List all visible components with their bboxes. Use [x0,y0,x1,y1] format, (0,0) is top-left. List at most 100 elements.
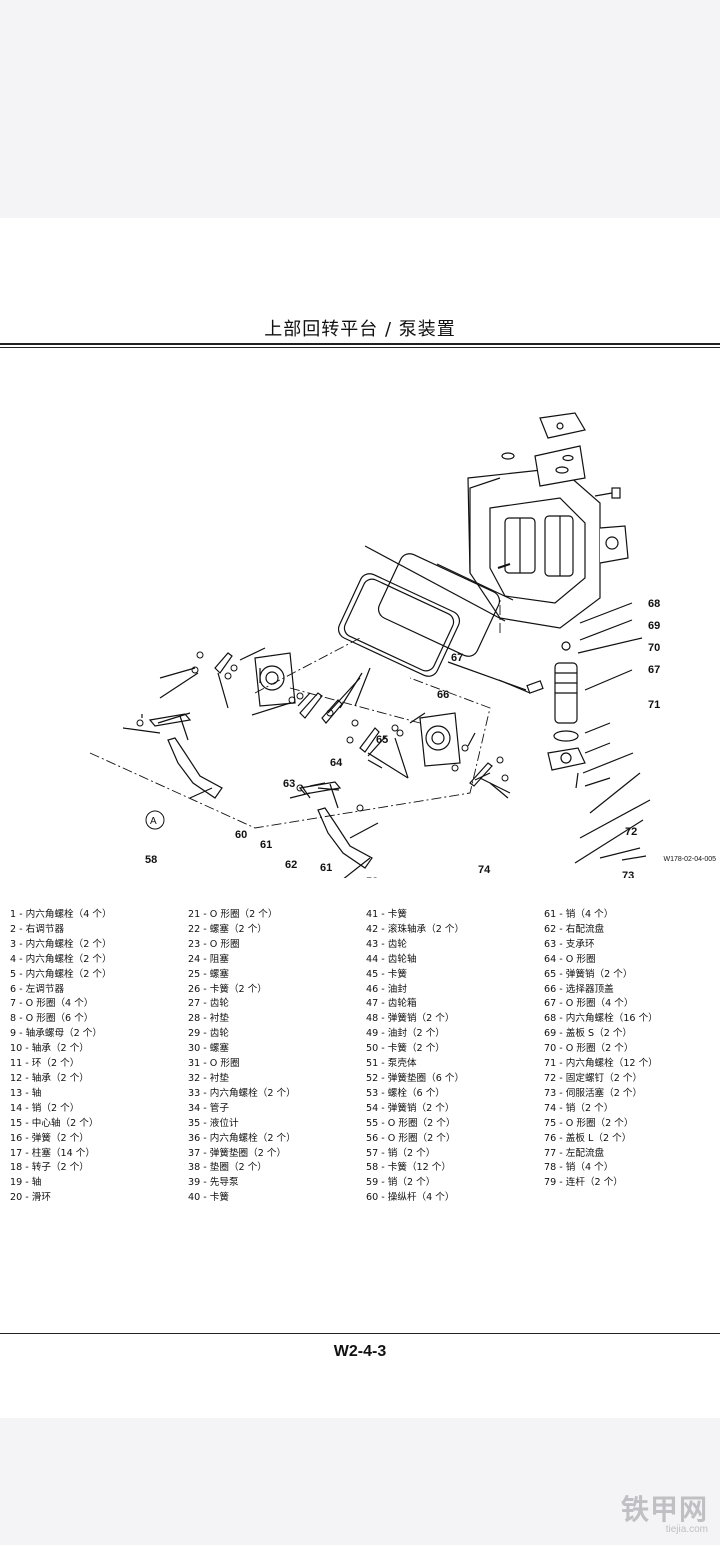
part-item: 45 - 卡簧 [366,968,407,980]
part-item: 41 - 卡簧 [366,909,407,920]
part-item: 27 - 齿轮 [188,998,229,1010]
part-item: 51 - 泵壳体 [366,1058,417,1070]
part-item: 33 - 内六角螺栓（2 个） [188,1087,296,1099]
part-item: 21 - O 形圈（2 个） [188,909,278,920]
part-item: 56 - O 形圈（2 个） [366,1132,456,1144]
part-item: 78 - 销（4 个） [544,1162,614,1174]
part-item: 3 - 内六角螺栓（2 个） [10,938,112,950]
part-item: 22 - 螺塞（2 个） [188,923,267,935]
svg-text:73: 73 [622,870,634,878]
part-item: 42 - 滚珠轴承（2 个） [366,923,465,935]
part-item: 40 - 卡簧 [188,1192,229,1204]
part-item: 50 - 卡簧（2 个） [366,1043,445,1055]
watermark-url: tiejia.com [665,1524,708,1535]
part-item: 10 - 轴承（2 个） [10,1043,89,1055]
part-item: 61 - 销（4 个） [544,909,614,920]
parts-column-3: 41 - 卡簧 42 - 滚珠轴承（2 个） 43 - 齿轮 44 - 齿轮轴 45 -… [366,908,544,1206]
part-item: 49 - 油封（2 个） [366,1028,445,1040]
part-item: 65 - 弹簧销（2 个） [544,968,633,980]
svg-text:64: 64 [330,757,343,769]
part-item: 1 - 内六角螺栓（4 个） [10,909,112,920]
part-item: 68 - 内六角螺栓（16 个） [544,1013,658,1025]
pump-housing-drawing [467,412,629,629]
part-item: 19 - 轴 [10,1177,42,1189]
part-item: 54 - 弹簧销（2 个） [366,1102,455,1114]
page-title: 上部回转平台 / 泵装置 [264,319,456,340]
part-item: 69 - 盖板 S（2 个） [544,1028,633,1040]
page-number: W2-4-3 [333,1343,387,1360]
svg-text:58: 58 [366,876,378,878]
svg-text:61: 61 [320,862,332,874]
part-item: 12 - 轴承（2 个） [10,1072,89,1084]
svg-text:70: 70 [648,642,660,654]
svg-text:71: 71 [648,699,660,711]
header-rule [0,343,720,345]
part-item: 43 - 齿轮 [366,938,407,950]
part-item: 47 - 齿轮箱 [366,998,417,1010]
part-item: 62 - 右配流盘 [544,923,605,935]
svg-text:62: 62 [285,859,297,871]
part-item: 52 - 弹簧垫圈（6 个） [366,1072,465,1084]
part-item: 77 - 左配流盘 [544,1147,605,1159]
svg-text:67: 67 [648,664,660,676]
part-item: 72 - 固定螺钉（2 个） [544,1072,643,1084]
part-item: 75 - O 形圈（2 个） [544,1117,634,1129]
part-item: 46 - 油封 [366,983,407,995]
part-item: 44 - 齿轮轴 [366,953,417,965]
part-item: 32 - 衬垫 [188,1072,229,1084]
part-item: 64 - O 形圈 [544,953,596,965]
figure-code: W178-02-04-005 [663,856,716,863]
part-item: 17 - 柱塞（14 个） [10,1147,95,1159]
part-item: 48 - 弹簧销（2 个） [366,1013,455,1025]
part-item: 6 - 左调节器 [10,983,65,995]
part-item: 8 - O 形圈（6 个） [10,1013,94,1025]
part-item: 59 - 销（2 个） [366,1177,436,1189]
svg-text:63: 63 [283,778,295,790]
svg-text:67: 67 [451,652,463,664]
header-rule-thin [0,347,720,348]
circle-a-label: A [150,816,157,827]
svg-text:66: 66 [437,689,449,701]
part-item: 37 - 弹簧垫圈（2 个） [188,1147,287,1159]
link-79-right [298,781,373,869]
part-item: 53 - 螺栓（6 个） [366,1087,445,1099]
part-item: 67 - O 形圈（4 个） [544,998,634,1010]
part-item: 23 - O 形圈 [188,938,240,950]
part-item: 5 - 内六角螺栓（2 个） [10,968,112,980]
valve-plate-62 [254,652,296,707]
svg-text:65: 65 [376,734,388,746]
part-item: 20 - 滑环 [10,1192,51,1204]
part-item: 79 - 连杆（2 个） [544,1177,623,1189]
document-page: 上部回转平台 / 泵装置 [0,218,720,1418]
part-item: 9 - 轴承螺母（2 个） [10,1028,102,1040]
part-item: 25 - 螺塞 [188,968,229,980]
part-item: 4 - 内六角螺栓（2 个） [10,953,112,965]
part-item: 29 - 齿轮 [188,1028,229,1040]
part-item: 2 - 右调节器 [10,923,65,935]
circle-a [145,810,165,830]
servo-piston-drawing [526,641,586,789]
part-item: 60 - 操纵杆（4 个） [366,1192,455,1204]
part-item: 39 - 先导泵 [188,1177,239,1189]
part-item: 30 - 螺塞 [188,1043,229,1055]
svg-text:60: 60 [235,829,247,841]
part-item: 57 - 销（2 个） [366,1147,436,1159]
svg-text:72: 72 [625,826,637,838]
part-item: 34 - 管子 [188,1102,229,1114]
svg-text:74: 74 [478,864,491,876]
part-item: 18 - 转子（2 个） [10,1162,89,1174]
part-item: 74 - 销（2 个） [544,1102,614,1114]
part-item: 58 - 卡簧（12 个） [366,1162,451,1174]
part-item: 11 - 环（2 个） [10,1058,80,1070]
svg-text:58: 58 [145,854,157,866]
part-item: 76 - 盖板 L（2 个） [544,1132,632,1144]
footer-rule [0,1333,720,1334]
svg-text:69: 69 [648,620,660,632]
svg-text:61: 61 [260,839,272,851]
part-item: 14 - 销（2 个） [10,1102,80,1114]
part-item: 70 - O 形圈（2 个） [544,1043,634,1055]
